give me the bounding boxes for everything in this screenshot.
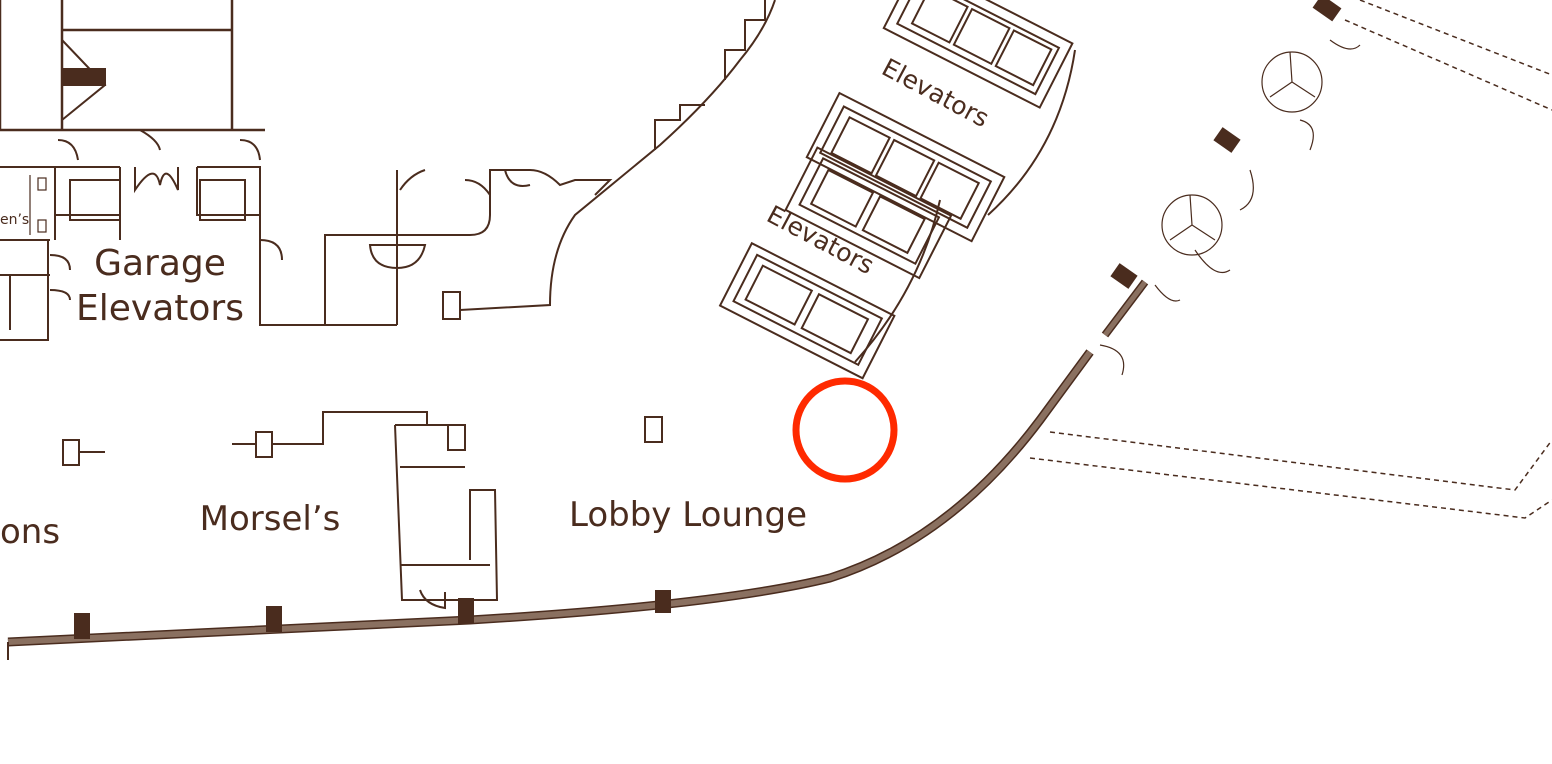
label-garage-elevators: Elevators xyxy=(76,288,244,329)
garage-area-walls xyxy=(0,0,397,341)
label-lobby-lounge[interactable]: Lobby Lounge xyxy=(569,495,807,535)
label-morsels[interactable]: Morsel’s xyxy=(200,499,341,539)
label-partial: ons xyxy=(0,512,60,552)
label-garage: Garage xyxy=(94,243,226,284)
label-womens: en’s xyxy=(0,212,29,228)
outdoor-dashed-lines xyxy=(1029,0,1552,519)
entrance-doors xyxy=(1099,39,1361,376)
exterior-wall xyxy=(7,349,1094,647)
elevator-curved-walls xyxy=(854,49,1076,363)
elevator-bank-lower xyxy=(718,146,953,380)
center-walls xyxy=(324,0,776,325)
label-elevators-lower: Elevators xyxy=(762,200,879,280)
wall-columns xyxy=(74,0,1342,639)
location-circle-icon[interactable] xyxy=(792,377,898,483)
lounge-fixtures xyxy=(62,411,663,610)
elevator-bank-upper xyxy=(805,0,1074,243)
